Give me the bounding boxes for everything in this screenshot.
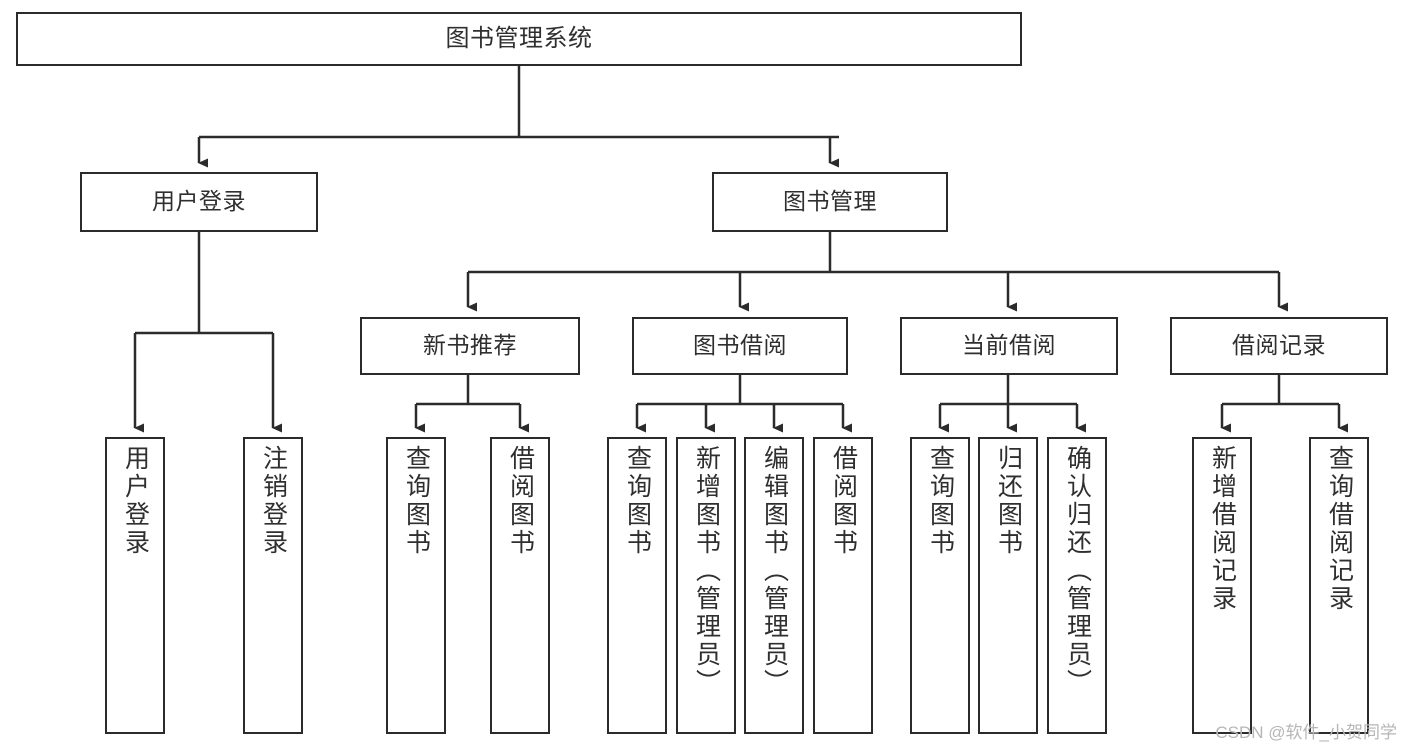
node-new-book-recommend[interactable]: 新书推荐 bbox=[360, 317, 580, 375]
node-leaf-user-login-label: 用户登录 bbox=[121, 445, 150, 557]
node-leaf-return-book-label: 归还图书 bbox=[994, 445, 1023, 557]
node-root-system-label: 图书管理系统 bbox=[445, 24, 593, 52]
node-book-borrow-label: 图书借阅 bbox=[693, 332, 787, 359]
node-borrow-record-label: 借阅记录 bbox=[1232, 332, 1326, 359]
node-leaf-add-book-label: 新增图书（管理员） bbox=[692, 445, 721, 697]
node-book-manage-label: 图书管理 bbox=[783, 188, 877, 215]
node-leaf-borrow-book-1[interactable]: 借阅图书 bbox=[490, 437, 550, 734]
node-leaf-edit-book-label: 编辑图书（管理员） bbox=[760, 445, 789, 697]
watermark-text: CSDN @软件_小贺同学 bbox=[1215, 723, 1397, 742]
node-borrow-record[interactable]: 借阅记录 bbox=[1170, 317, 1388, 375]
node-leaf-edit-book[interactable]: 编辑图书（管理员） bbox=[744, 437, 804, 734]
node-leaf-query-record[interactable]: 查询借阅记录 bbox=[1309, 437, 1369, 734]
node-leaf-confirm-return[interactable]: 确认归还（管理员） bbox=[1047, 437, 1107, 734]
node-leaf-borrow-book-2[interactable]: 借阅图书 bbox=[813, 437, 873, 734]
node-leaf-borrow-book-2-label: 借阅图书 bbox=[829, 445, 858, 557]
node-user-login-label: 用户登录 bbox=[152, 188, 246, 215]
node-leaf-logout-login-label: 注销登录 bbox=[259, 445, 288, 557]
node-root-system[interactable]: 图书管理系统 bbox=[16, 12, 1022, 66]
node-book-manage[interactable]: 图书管理 bbox=[712, 172, 948, 232]
node-leaf-logout-login[interactable]: 注销登录 bbox=[243, 437, 303, 734]
node-book-borrow[interactable]: 图书借阅 bbox=[632, 317, 848, 375]
node-current-borrow[interactable]: 当前借阅 bbox=[900, 317, 1118, 375]
node-leaf-query-book-3[interactable]: 查询图书 bbox=[910, 437, 970, 734]
node-leaf-query-book-2-label: 查询图书 bbox=[623, 445, 652, 557]
node-leaf-query-book-1-label: 查询图书 bbox=[402, 445, 431, 557]
node-leaf-user-login[interactable]: 用户登录 bbox=[105, 437, 165, 734]
node-leaf-borrow-book-1-label: 借阅图书 bbox=[506, 445, 535, 557]
node-user-login[interactable]: 用户登录 bbox=[80, 172, 318, 232]
node-leaf-return-book[interactable]: 归还图书 bbox=[978, 437, 1038, 734]
node-new-book-recommend-label: 新书推荐 bbox=[423, 332, 517, 359]
node-leaf-query-book-3-label: 查询图书 bbox=[926, 445, 955, 557]
node-leaf-add-record[interactable]: 新增借阅记录 bbox=[1192, 437, 1252, 734]
node-current-borrow-label: 当前借阅 bbox=[962, 332, 1056, 359]
node-leaf-add-record-label: 新增借阅记录 bbox=[1208, 445, 1237, 613]
node-leaf-query-book-1[interactable]: 查询图书 bbox=[386, 437, 446, 734]
node-leaf-query-book-2[interactable]: 查询图书 bbox=[607, 437, 667, 734]
node-leaf-confirm-return-label: 确认归还（管理员） bbox=[1063, 445, 1092, 697]
node-leaf-query-record-label: 查询借阅记录 bbox=[1325, 445, 1354, 613]
node-leaf-add-book[interactable]: 新增图书（管理员） bbox=[676, 437, 736, 734]
